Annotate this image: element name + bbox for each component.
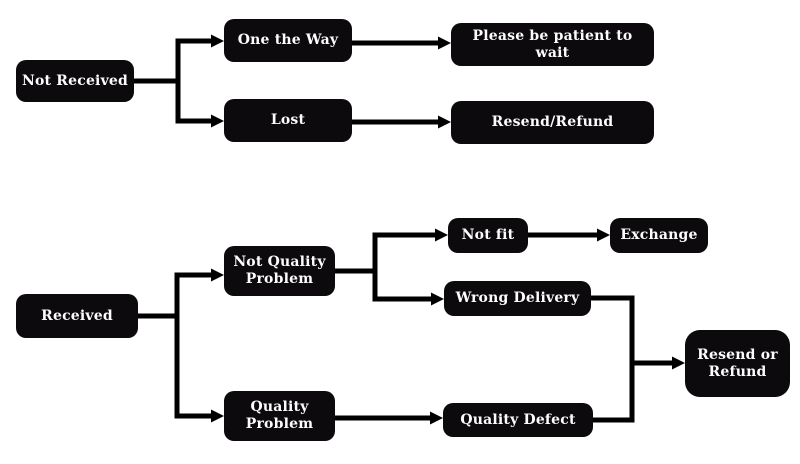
- arrowhead-icon: [211, 268, 224, 282]
- arrowhead-icon: [438, 115, 451, 129]
- arrowhead-icon: [211, 114, 224, 128]
- connector-oneway-to-wait: [352, 36, 451, 50]
- node-quality-problem: Quality Problem: [224, 391, 335, 441]
- connector-notfit-to-exchange: [528, 228, 610, 242]
- arrowhead-icon: [672, 356, 685, 370]
- connector-not-received-branch: [134, 34, 224, 128]
- node-wrong-delivery: Wrong Delivery: [444, 281, 591, 316]
- node-not-fit: Not fit: [448, 218, 528, 253]
- arrowhead-icon: [211, 409, 224, 423]
- node-label: Not fit: [461, 227, 515, 244]
- arrowhead-icon: [438, 36, 451, 50]
- node-label: Please be patient to wait: [472, 27, 633, 61]
- connector-lost-to-resend: [352, 115, 451, 129]
- node-not-quality-problem: Not Quality Problem: [224, 246, 335, 296]
- node-lost: Lost: [224, 99, 352, 142]
- arrowhead-icon: [430, 411, 443, 425]
- arrowhead-icon: [211, 34, 224, 48]
- connector-merge-to-resend-or-refund: [591, 295, 685, 423]
- node-label: Wrong Delivery: [455, 290, 580, 307]
- node-received: Received: [16, 294, 138, 338]
- node-label: Resend or Refund: [697, 346, 778, 380]
- node-resend-refund: Resend/Refund: [451, 101, 654, 144]
- arrowhead-icon: [431, 292, 444, 306]
- node-label: Received: [41, 307, 113, 324]
- connector-received-branch: [138, 268, 224, 423]
- node-not-received: Not Received: [16, 60, 134, 102]
- node-please-be-patient: Please be patient to wait: [451, 23, 654, 66]
- node-resend-or-refund: Resend or Refund: [685, 330, 790, 397]
- node-exchange: Exchange: [610, 218, 708, 253]
- node-label: Not Received: [22, 72, 128, 89]
- node-label: Not Quality Problem: [233, 254, 326, 287]
- node-label: Quality Defect: [460, 411, 576, 428]
- node-one-the-way: One the Way: [224, 19, 352, 62]
- node-label: Exchange: [620, 227, 698, 244]
- node-label: Resend/Refund: [491, 114, 614, 131]
- node-quality-defect: Quality Defect: [443, 403, 593, 437]
- connector-not-quality-branch: [335, 228, 448, 306]
- node-label: Lost: [270, 112, 306, 129]
- connector-quality-to-defect: [335, 411, 443, 425]
- arrowhead-icon: [435, 228, 448, 242]
- node-label: One the Way: [237, 32, 339, 49]
- arrowhead-icon: [597, 228, 610, 242]
- node-label: Quality Problem: [245, 399, 314, 432]
